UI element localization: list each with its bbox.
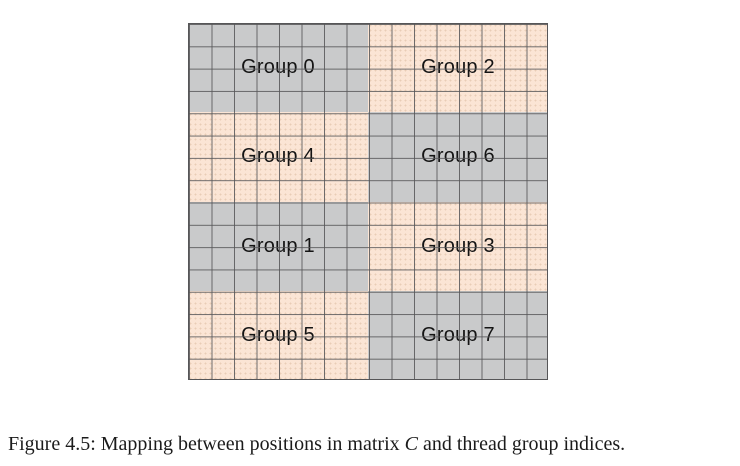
figure-caption: Figure 4.5: Mapping between positions in… — [8, 433, 736, 456]
matrix-c-symbol: C — [404, 433, 418, 455]
block-label: Group 7 — [421, 323, 495, 346]
figure-caption-suffix: and thread group indices. — [417, 433, 626, 455]
block-label: Group 1 — [241, 234, 315, 257]
block-group-7: Group 7 — [368, 290, 548, 380]
block-group-0: Group 0 — [188, 23, 368, 113]
matrix-grid-figure: Group 0 Group 2 Group 4 Group 6 Group 1 Group… — [188, 23, 548, 380]
block-group-1: Group 1 — [188, 201, 368, 291]
block-label: Group 3 — [421, 234, 495, 257]
block-group-6: Group 6 — [368, 112, 548, 202]
block-group-3: Group 3 — [368, 201, 548, 291]
block-group-4: Group 4 — [188, 112, 368, 202]
block-label: Group 6 — [421, 145, 495, 168]
thread-group-blocks: Group 0 Group 2 Group 4 Group 6 Group 1 Group… — [188, 23, 548, 380]
block-group-5: Group 5 — [188, 290, 368, 380]
block-label: Group 4 — [241, 145, 315, 168]
block-label: Group 2 — [421, 56, 495, 79]
block-label: Group 0 — [241, 56, 315, 79]
block-label: Group 5 — [241, 323, 315, 346]
block-group-2: Group 2 — [368, 23, 548, 113]
figure-caption-text: Figure 4.5: Mapping between positions in… — [8, 433, 405, 455]
